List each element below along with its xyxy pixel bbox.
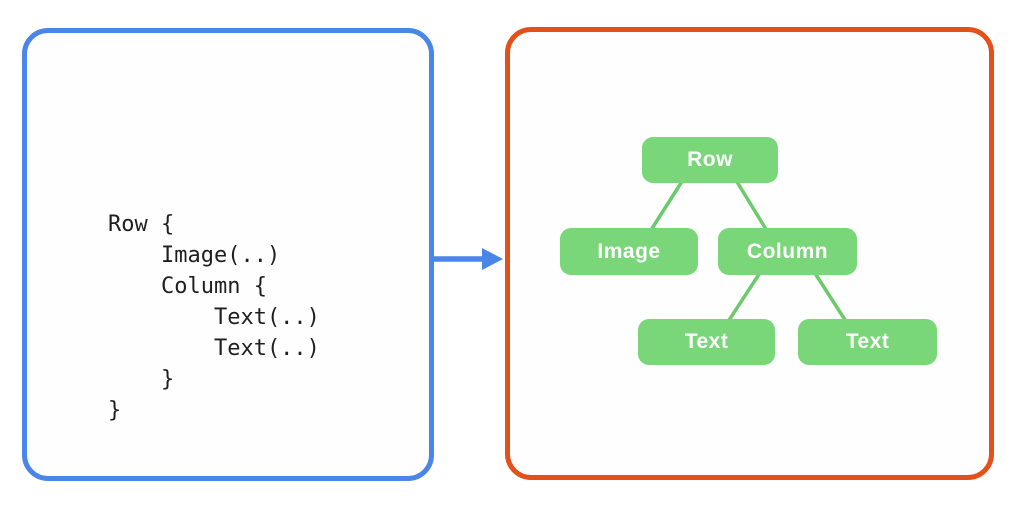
tree-node-text-2: Text	[798, 319, 937, 365]
tree-node-column: Column	[718, 228, 857, 275]
right-arrow-icon	[434, 248, 503, 270]
code-block: Row { Image(..) Column { Text(..) Text(.…	[108, 212, 320, 423]
tree-node-text-1: Text	[638, 319, 775, 365]
tree-node-image: Image	[560, 228, 698, 275]
tree-panel: Row Image Column Text Text	[505, 27, 994, 480]
tree-node-row: Row	[642, 137, 778, 183]
code-panel: Row { Image(..) Column { Text(..) Text(.…	[22, 28, 434, 481]
tree-edges	[649, 180, 847, 322]
